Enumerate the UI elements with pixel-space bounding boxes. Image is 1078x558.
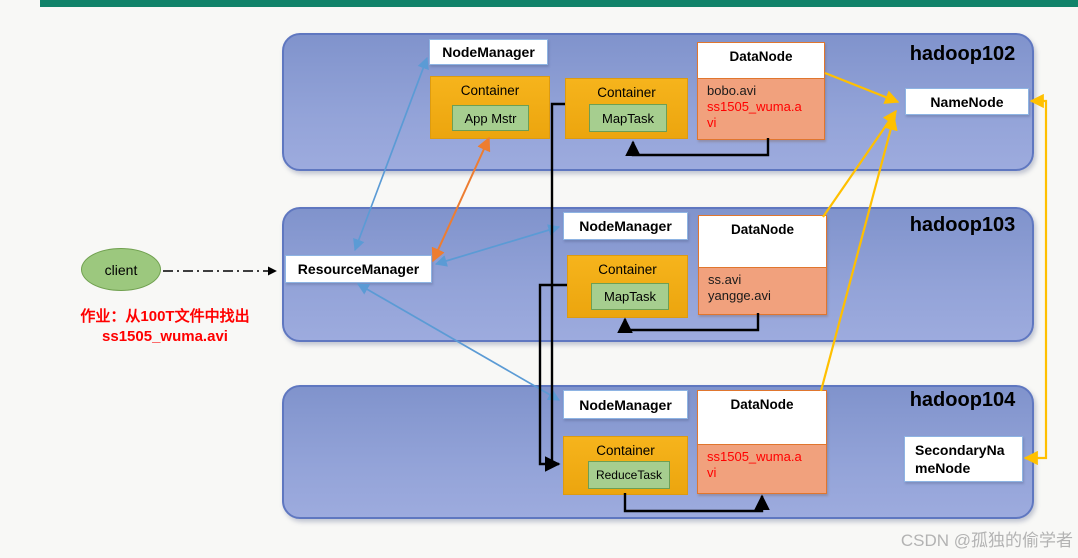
job-note: 作业：从100T文件中找出 ss1505_wuma.avi <box>55 307 275 346</box>
file-entry: ss1505_wuma.avi <box>707 449 802 480</box>
file-entry: bobo.avi <box>707 83 757 98</box>
maptask-label: MapTask <box>601 110 655 126</box>
hadoop103-maptask-box: MapTask <box>591 283 669 310</box>
namenode-box: NameNode <box>905 88 1029 115</box>
container-label: Container <box>597 85 656 100</box>
client-ellipse: client <box>81 248 161 291</box>
file-entry: yangge.avi <box>708 287 771 303</box>
secondary-namenode-label: SecondaryNameNode <box>915 441 1005 476</box>
hadoop104-datanode-box: DataNode ss1505_wuma.avi <box>697 390 827 494</box>
resourcemanager-box: ResourceManager <box>285 255 432 283</box>
hadoop104-nodemanager-label: NodeManager <box>579 396 672 413</box>
hadoop103-nodemanager-label: NodeManager <box>579 218 672 234</box>
resourcemanager-label: ResourceManager <box>297 261 420 277</box>
appmstr-label: App Mstr <box>464 110 517 126</box>
job-note-line1: 作业：从100T文件中找出 <box>80 308 250 325</box>
hadoop104-datanode-files: ss1505_wuma.avi <box>698 444 826 493</box>
datanode-title: DataNode <box>730 397 794 412</box>
container-label: Container <box>460 83 520 98</box>
hadoop102-datanode-box: DataNode bobo.avi ss1505_wuma.avi <box>697 42 825 140</box>
job-note-line2: ss1505_wuma.avi <box>102 327 228 345</box>
hadoop103-nodemanager-box: NodeManager <box>563 212 688 240</box>
container-label: Container <box>598 262 657 277</box>
hadoop103-datanode-box: DataNode ss.avi yangge.avi <box>698 215 827 315</box>
hadoop102-datanode-files: bobo.avi ss1505_wuma.avi <box>698 78 824 139</box>
cluster-title-hadoop102: hadoop102 <box>909 43 1016 65</box>
hadoop102-maptask-box: MapTask <box>589 104 667 132</box>
datanode-title: DataNode <box>729 49 793 64</box>
datanode-title: DataNode <box>730 222 794 237</box>
client-label: client <box>104 261 138 278</box>
file-entry: ss.avi <box>708 272 742 287</box>
hadoop104-reducetask-box: ReduceTask <box>588 461 670 489</box>
secondary-namenode-box: SecondaryNameNode <box>904 436 1023 482</box>
reducetask-label: ReduceTask <box>595 468 663 482</box>
cluster-title-hadoop104: hadoop104 <box>909 389 1016 411</box>
top-accent-bar <box>40 0 1078 7</box>
cluster-title-hadoop103: hadoop103 <box>909 214 1016 236</box>
hadoop102-appmstr-box: App Mstr <box>452 105 529 131</box>
hadoop104-nodemanager-box: NodeManager <box>563 390 688 419</box>
container-label: Container <box>596 443 655 458</box>
csdn-watermark: CSDN @孤独的偷学者 <box>900 531 1073 550</box>
hadoop102-nodemanager-box: NodeManager <box>429 39 548 65</box>
namenode-label: NameNode <box>930 93 1004 110</box>
file-entry: ss1505_wuma.avi <box>707 98 802 130</box>
maptask-label: MapTask <box>603 289 657 304</box>
hadoop103-datanode-files: ss.avi yangge.avi <box>699 267 826 314</box>
hadoop102-nodemanager-label: NodeManager <box>442 44 535 60</box>
